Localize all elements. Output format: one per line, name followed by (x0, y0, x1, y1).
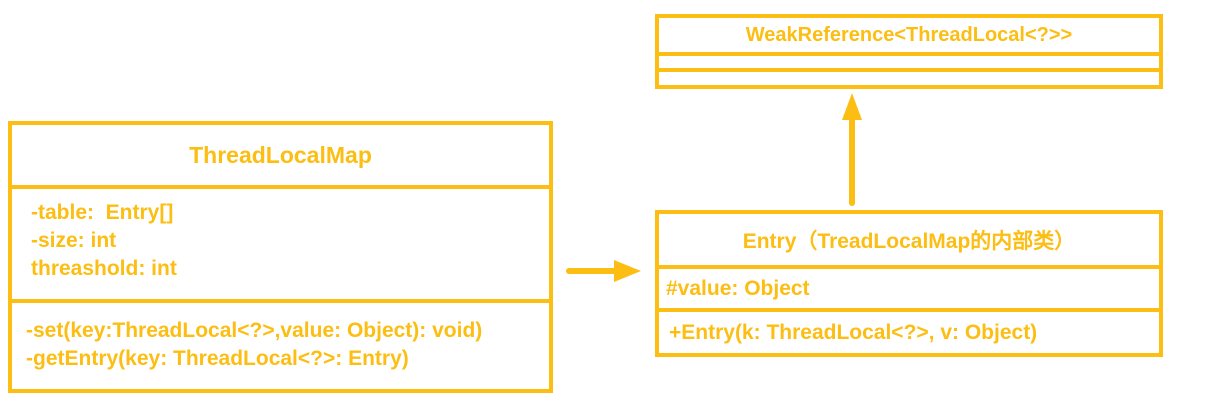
class-box-entry: Entry（TreadLocalMap的内部类） #value: Object … (655, 210, 1163, 357)
fields-compartment-entry: #value: Object (659, 265, 1159, 308)
class-title-entry: Entry（TreadLocalMap的内部类） (742, 229, 1076, 253)
class-title-weakreference: WeakReference<ThreadLocal<?>> (745, 23, 1073, 46)
class-box-weakreference: WeakReference<ThreadLocal<?>> (655, 14, 1163, 89)
fields-compartment-threadlocalmap: -table: Entry[] -size: int threashold: i… (12, 185, 549, 299)
field-threashold: threashold: int (31, 257, 177, 280)
empty-fields-compartment (659, 52, 1159, 68)
field-size: -size: int (31, 229, 117, 252)
class-title-threadlocalmap: ThreadLocalMap (189, 141, 372, 168)
methods-compartment-threadlocalmap: -set(key:ThreadLocal<?>,value: Object): … (12, 299, 549, 389)
method-set: -set(key:ThreadLocal<?>,value: Object): … (26, 319, 483, 342)
method-getentry: -getEntry(key: ThreadLocal<?>: Entry) (26, 347, 409, 370)
field-table: -table: Entry[] (31, 201, 174, 224)
empty-methods-compartment (659, 68, 1159, 85)
methods-compartment-entry: +Entry(k: ThreadLocal<?>, v: Object) (659, 308, 1159, 353)
class-box-threadlocalmap: ThreadLocalMap -table: Entry[] -size: in… (8, 121, 553, 393)
arrow-right-icon (566, 260, 641, 282)
arrow-up-icon (842, 93, 862, 206)
field-value: #value: Object (666, 276, 810, 300)
method-entry-constructor: +Entry(k: ThreadLocal<?>, v: Object) (669, 320, 1038, 344)
